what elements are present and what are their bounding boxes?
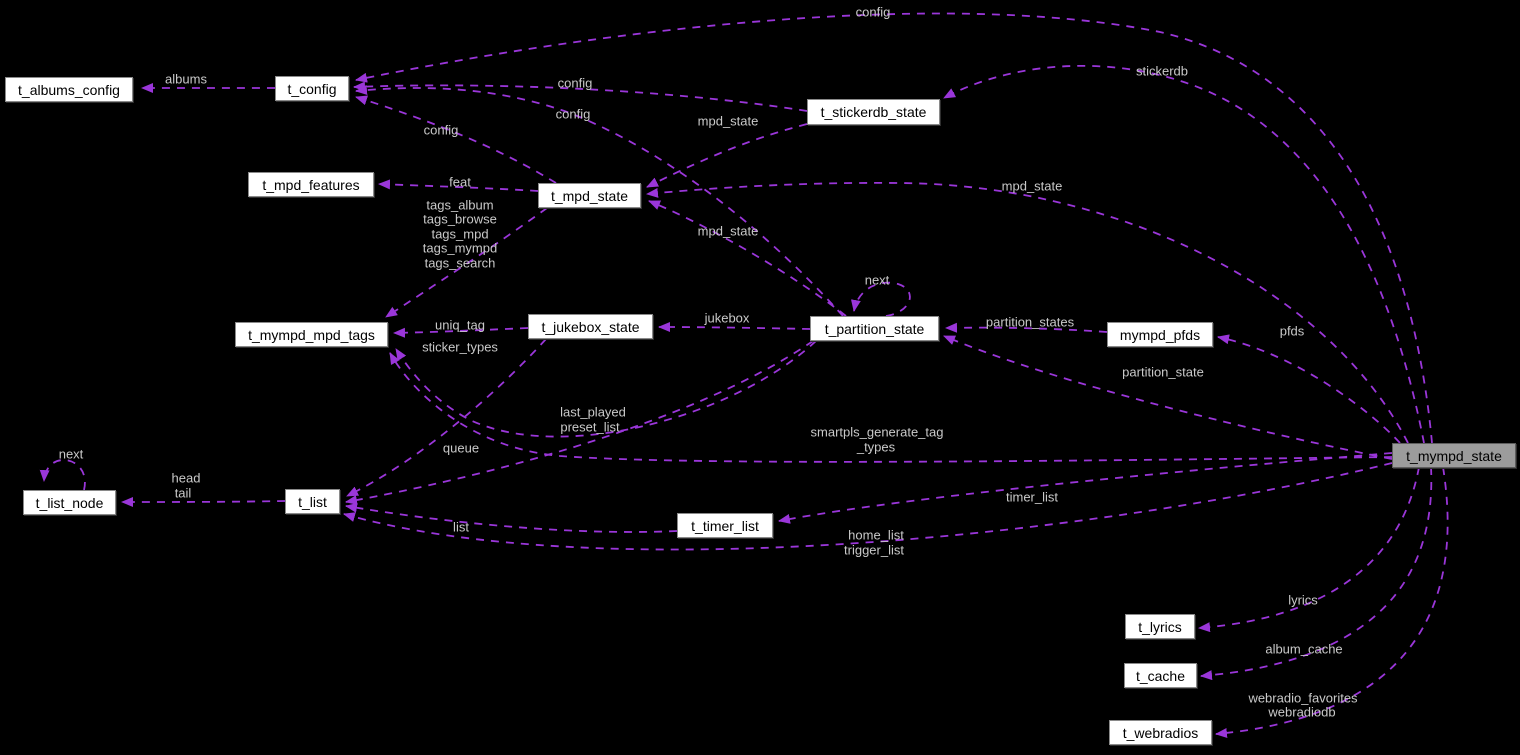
edge-feat xyxy=(378,179,539,192)
edge-partition-states xyxy=(945,322,1108,333)
edge-last-played-preset-list xyxy=(345,340,814,505)
edge-label-next-listnode: next xyxy=(58,446,84,462)
edge-config-from-partition-state xyxy=(355,84,844,317)
edge-label-webradiodb: webradiodb xyxy=(1268,704,1336,720)
edge-lyrics xyxy=(1198,466,1420,633)
edge-label-mpd-state-mympd: mpd_state xyxy=(1001,178,1063,194)
edge-smartpls-generate-tag-types xyxy=(389,352,1393,463)
edge-list xyxy=(345,502,678,533)
edge-config-from-stickerdb xyxy=(353,81,808,112)
edge-label-next-partition: next xyxy=(864,272,890,288)
edge-label-config-top: config xyxy=(855,4,891,20)
edge-label-trigger-list: trigger_list xyxy=(844,542,904,558)
edge-label-stickerdb: stickerdb xyxy=(1135,63,1189,79)
edge-label-list: list xyxy=(453,519,469,535)
edge-head-tail xyxy=(121,496,286,507)
edge-label-feat: feat xyxy=(449,174,471,190)
node-t-cache[interactable]: t_cache xyxy=(1124,663,1197,688)
edge-label-tags-album: tags_album xyxy=(426,197,494,213)
edge-label-last-played: last_played xyxy=(560,404,626,420)
edge-pfds xyxy=(1217,334,1401,444)
edge-label-config-mpd: config xyxy=(423,122,459,138)
node-t-albums-config[interactable]: t_albums_config xyxy=(5,77,133,102)
edge-next-partition-self-loop xyxy=(850,281,911,317)
edge-config-from-mpd-state xyxy=(355,95,557,184)
node-t-mympd-state: t_mympd_state xyxy=(1392,443,1516,468)
node-t-mympd-mpd-tags[interactable]: t_mympd_mpd_tags xyxy=(235,322,388,347)
edge-label-partition-states: partition_states xyxy=(985,314,1075,330)
node-t-mpd-state[interactable]: t_mpd_state xyxy=(538,183,641,208)
edge-label-config-partition: config xyxy=(555,106,591,122)
edge-label-queue: queue xyxy=(442,440,480,456)
edge-label-tags-mpd: tags_mpd xyxy=(431,226,489,242)
edge-queue xyxy=(346,338,547,497)
edge-mpd-state-from-partition-state xyxy=(648,200,847,317)
edge-label-smartpls-line1: smartpls_generate_tag xyxy=(810,424,944,440)
edge-label-album-cache: album_cache xyxy=(1265,641,1343,657)
edge-mpd-state-from-stickerdb xyxy=(646,123,808,188)
edge-label-tail: tail xyxy=(174,485,192,501)
edge-sticker-types xyxy=(395,340,817,438)
node-t-stickerdb-state[interactable]: t_stickerdb_state xyxy=(807,99,940,125)
edge-label-webradio-favorites: webradio_favorites xyxy=(1248,690,1358,706)
node-t-webradios[interactable]: t_webradios xyxy=(1109,720,1212,745)
node-t-lyrics[interactable]: t_lyrics xyxy=(1125,614,1195,639)
edge-album-cache xyxy=(1200,466,1433,681)
edge-label-uniq-tag: uniq_tag xyxy=(435,317,485,333)
edge-webradio-favorites-webradiodb xyxy=(1215,466,1449,738)
edge-label-mpd-state-stickerdb: mpd_state xyxy=(697,113,759,129)
edge-label-home-list: home_list xyxy=(848,527,904,543)
node-t-list-node[interactable]: t_list_node xyxy=(23,490,116,515)
edge-label-albums: albums xyxy=(165,71,207,87)
edge-label-lyrics: lyrics xyxy=(1288,592,1318,608)
edge-uniq-tag xyxy=(393,327,529,338)
edge-label-tags-search: tags_search xyxy=(424,255,496,271)
edge-config-from-mympd-state xyxy=(355,12,1433,444)
edge-partition-state xyxy=(943,335,1393,460)
edge-label-preset-list: preset_list xyxy=(560,419,620,435)
edge-mpd-state-from-mympd-state xyxy=(646,181,1409,444)
node-mympd-pfds[interactable]: mympd_pfds xyxy=(1107,322,1213,347)
edge-label-pfds: pfds xyxy=(1279,323,1305,339)
edge-label-head: head xyxy=(171,470,201,486)
edge-label-jukebox: jukebox xyxy=(704,310,750,326)
node-t-jukebox-state[interactable]: t_jukebox_state xyxy=(528,314,653,339)
node-t-mpd-features[interactable]: t_mpd_features xyxy=(248,172,374,197)
edge-label-smartpls-line2: _types xyxy=(856,439,896,455)
edge-label-mpd-state-partition: mpd_state xyxy=(697,223,759,239)
node-t-config[interactable]: t_config xyxy=(275,76,349,101)
edge-home-list-trigger-list xyxy=(343,462,1393,551)
edge-label-sticker-types: sticker_types xyxy=(422,339,498,355)
node-t-list[interactable]: t_list xyxy=(285,489,340,514)
edge-label-config-stickerdb: config xyxy=(557,75,593,91)
edge-label-tags-browse: tags_browse xyxy=(423,211,497,227)
edge-label-tags-mympd: tags_mympd xyxy=(422,240,498,256)
edge-jukebox xyxy=(658,322,811,333)
edge-label-timer-list: timer_list xyxy=(1005,489,1059,505)
edge-stickerdb xyxy=(943,65,1425,444)
node-t-timer-list[interactable]: t_timer_list xyxy=(677,513,773,538)
edge-next-listnode-self-loop xyxy=(39,459,86,491)
edge-label-partition-state: partition_state xyxy=(1122,364,1204,380)
edge-timer-list xyxy=(778,452,1393,524)
node-t-partition-state[interactable]: t_partition_state xyxy=(810,316,939,341)
